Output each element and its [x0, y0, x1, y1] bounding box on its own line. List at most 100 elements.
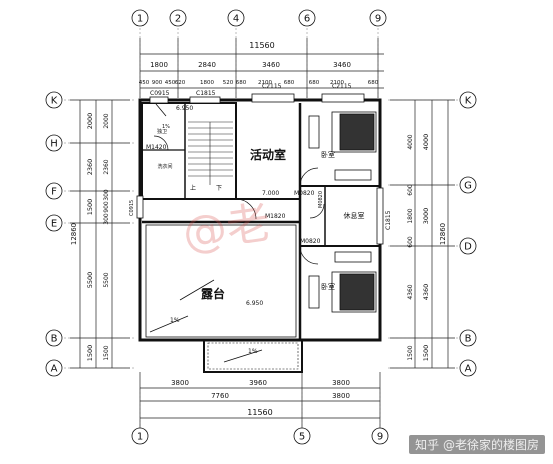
axis-grid-lines — [60, 28, 462, 428]
axis-left-H-label: H — [50, 139, 58, 150]
dim-top-row2-3: 620 — [175, 80, 186, 86]
bed-furniture — [308, 111, 377, 313]
staircase — [188, 121, 233, 185]
dim-top-row2-1: 900 — [152, 80, 163, 86]
axis-top-9-label: 9 — [375, 14, 381, 25]
door-m1420: M1420 — [146, 144, 167, 151]
dim-bottom-row2-1: 3800 — [332, 392, 350, 400]
axis-bottom-1-circle — [131, 427, 149, 445]
slope-label-b: 1% — [248, 348, 258, 355]
dim-top-row2-10: 2100 — [330, 80, 344, 86]
room-laundry-label: 洗衣间 — [157, 163, 172, 170]
axis-right-K-label: K — [465, 96, 472, 107]
dim-top-row2-6: 680 — [236, 80, 247, 86]
axis-right-D-label: D — [464, 242, 472, 253]
dim-left-inner-3: 900 — [103, 201, 110, 213]
source-credit: 知乎 @老徐家的楼图房 — [409, 435, 545, 454]
door-m0820-c: M0820 — [300, 238, 321, 245]
window-c2115-a: C2115 — [262, 83, 282, 90]
window-c1815-right: C1815 — [385, 210, 392, 230]
dim-top-row1-2: 3460 — [262, 61, 280, 69]
stair-down-label: 下 — [216, 185, 222, 192]
axis-top-4-label: 4 — [233, 14, 239, 25]
axis-top-6-circle — [298, 9, 316, 27]
dim-right-outer-2: 4360 — [422, 284, 430, 301]
dim-bottom-row1-0: 3800 — [171, 379, 189, 387]
slope-arrows — [149, 103, 263, 363]
axis-right-K-circle — [459, 91, 477, 109]
dim-left-total: 12860 — [70, 223, 78, 245]
dim-left-inner-6: 1500 — [103, 345, 110, 360]
dim-left-outer-4: 1500 — [86, 345, 94, 362]
axis-right-A-label: A — [465, 364, 472, 375]
room-toilet-label: 独卫 — [157, 128, 167, 135]
dim-top-row2-7: 2100 — [258, 80, 272, 86]
dim-left-inner-4: 300 — [103, 213, 110, 225]
axis-bottom-5-label: 5 — [299, 432, 305, 443]
dim-top-row2-11: 680 — [368, 80, 379, 86]
axis-right-A-circle — [459, 359, 477, 377]
axis-markers-right: K G D B A — [459, 91, 477, 377]
dim-left-outer-1: 2360 — [86, 159, 94, 176]
room-activity-label: 活动室 — [250, 147, 286, 162]
door-m0820-a: M0820 — [294, 190, 315, 197]
dim-left-inner-1: 2360 — [103, 159, 110, 174]
dim-right-total: 12860 — [439, 223, 447, 245]
dim-top-row2-4: 1800 — [200, 80, 214, 86]
axis-right-D-circle — [459, 237, 477, 255]
axis-right-G-circle — [459, 176, 477, 194]
dim-top-row1-0: 1800 — [150, 61, 168, 69]
axis-bottom-9-circle — [371, 427, 389, 445]
axis-top-2-label: 2 — [175, 14, 181, 25]
dim-bottom-row1-2: 3800 — [332, 379, 350, 387]
dim-right-outer-0: 4000 — [422, 134, 430, 151]
axis-left-F-circle — [45, 182, 63, 200]
dim-left-inner-0: 2000 — [103, 113, 110, 128]
dim-bottom-total: 11560 — [247, 408, 272, 417]
dim-top-total: 11560 — [249, 41, 274, 50]
dim-top-row2-8: 680 — [284, 80, 295, 86]
window-c0915-top: C0915 — [150, 90, 170, 97]
dim-left-inner-2: 300 — [103, 189, 110, 201]
dim-right-inner-3: 600 — [407, 236, 414, 248]
axis-left-K-circle — [45, 91, 63, 109]
dim-right-outer-1: 3000 — [422, 208, 430, 225]
dim-right-outer-3: 1500 — [422, 345, 430, 362]
dim-top-row1-1: 2840 — [198, 61, 216, 69]
axis-right-B-circle — [459, 329, 477, 347]
dim-left-inner-5: 5500 — [103, 272, 110, 287]
dim-right-inner-2: 1800 — [407, 208, 414, 223]
windows — [136, 93, 384, 245]
axis-top-4-circle — [227, 9, 245, 27]
dim-right-inner-5: 1500 — [407, 345, 414, 360]
slope-label-a: 1% — [170, 317, 180, 324]
window-c1815-top: C1815 — [196, 90, 216, 97]
axis-left-A-label: A — [51, 364, 58, 375]
axis-left-F-label: F — [51, 187, 57, 198]
dim-bottom-row1-1: 3960 — [249, 379, 267, 387]
elevation-6950-terrace: 6.950 — [246, 300, 263, 307]
dim-bottom-row2-0: 7760 — [211, 392, 229, 400]
axis-left-E-circle — [45, 214, 63, 232]
dim-left-outer-0: 2000 — [86, 113, 94, 130]
dim-right-inner-0: 4000 — [407, 134, 414, 149]
axis-right-B-label: B — [465, 334, 472, 345]
room-bedroom2-label: 卧室 — [321, 282, 335, 291]
axis-bottom-1-label: 1 — [137, 432, 143, 443]
dim-top-row1-3: 3460 — [333, 61, 351, 69]
axis-left-A-circle — [45, 359, 63, 377]
axis-top-1-circle — [131, 9, 149, 27]
dim-left-outer-3: 5500 — [86, 272, 94, 289]
dim-top-row2-0: 450 — [139, 80, 150, 86]
room-terrace-label: 露台 — [201, 286, 225, 301]
dim-top-row2-5: 520 — [223, 80, 234, 86]
dim-top-row2-2: 450 — [165, 80, 176, 86]
axis-top-9-circle — [369, 9, 387, 27]
door-m0820-b: M0820 — [318, 191, 324, 208]
axis-right-G-label: G — [464, 181, 472, 192]
